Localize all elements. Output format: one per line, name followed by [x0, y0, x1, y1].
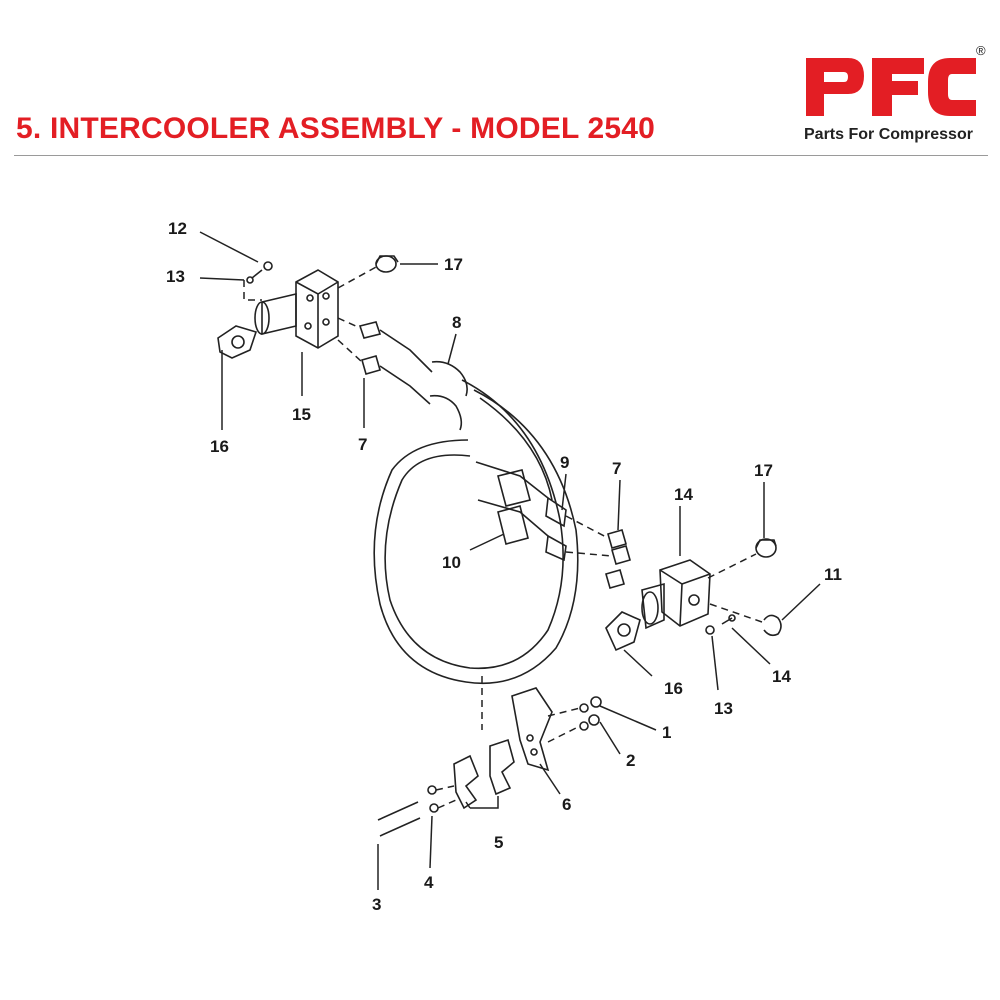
- callout-1: 1: [662, 723, 671, 742]
- tube-ends-9-10: [475, 461, 567, 562]
- callout-4: 4: [424, 873, 434, 892]
- callout-17: 17: [444, 255, 463, 274]
- callout-6: 6: [562, 795, 571, 814]
- callout-3: 3: [372, 895, 381, 914]
- fittings-7-lower: [605, 529, 631, 589]
- manifold-block-15: [254, 269, 339, 349]
- callout-5: 5: [494, 833, 503, 852]
- callout-2: 2: [626, 751, 635, 770]
- callout-14: 14: [772, 667, 791, 686]
- pfc-logo: ®: [806, 44, 986, 116]
- logo-tagline: Parts For Compressor: [804, 126, 973, 143]
- callout-16: 16: [664, 679, 683, 698]
- callout-7: 7: [358, 435, 367, 454]
- elbow-11: [763, 614, 782, 637]
- bolt-12-upper: [251, 261, 273, 279]
- callout-13: 13: [714, 699, 733, 718]
- callout-12: 12: [168, 219, 187, 238]
- callout-15: 15: [292, 405, 311, 424]
- plug-17-lower: [755, 538, 777, 558]
- gasket-16-lower: [605, 611, 641, 652]
- registered-mark: ®: [976, 44, 986, 58]
- clamps-5: [453, 738, 515, 810]
- bracket-6: [511, 687, 553, 772]
- callout-9: 9: [560, 453, 569, 472]
- washer-13-lower: [705, 625, 715, 635]
- callout-17: 17: [754, 461, 773, 480]
- gasket-16-upper: [217, 325, 258, 359]
- callout-7: 7: [612, 459, 621, 478]
- plug-17-upper: [375, 255, 399, 273]
- tube-assembly-8: [373, 329, 579, 685]
- callout-16: 16: [210, 437, 229, 456]
- nuts-1-2: [579, 696, 602, 731]
- leader-lines: [199, 231, 821, 890]
- callout-14: 14: [674, 485, 693, 504]
- washer-13-upper: [246, 276, 254, 284]
- page-title: 5. INTERCOOLER ASSEMBLY - MODEL 2540: [16, 112, 656, 145]
- callout-10: 10: [442, 553, 461, 572]
- fittings-7-upper: [358, 321, 382, 375]
- callout-13: 13: [166, 267, 185, 286]
- manifold-block-14: [641, 559, 711, 630]
- header-divider: [14, 155, 988, 156]
- bolt-14-lower: [721, 617, 733, 625]
- bolts-3: [377, 801, 421, 837]
- callout-11: 11: [824, 565, 842, 584]
- callout-8: 8: [452, 313, 461, 332]
